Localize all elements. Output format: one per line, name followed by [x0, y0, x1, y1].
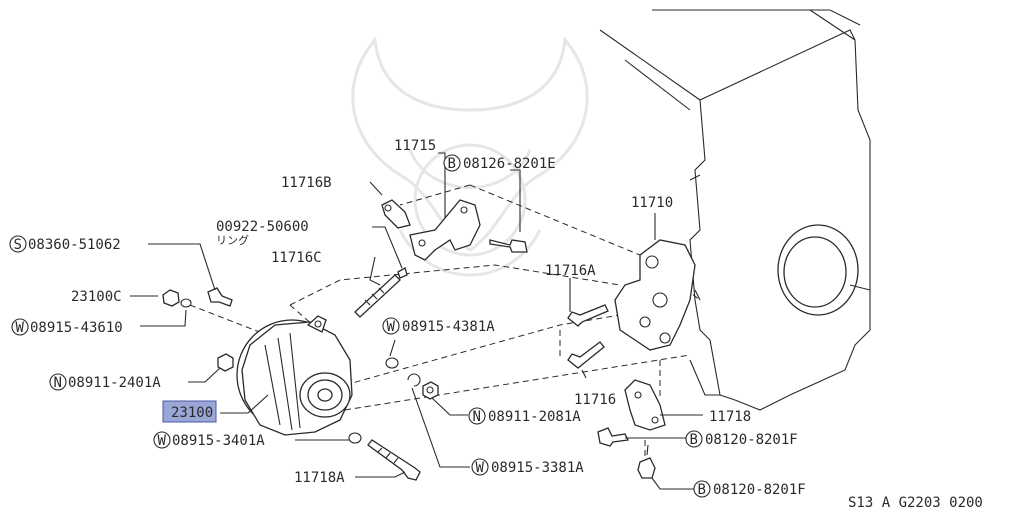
label-11710: 11710 — [631, 195, 673, 211]
label-11715: 11715 — [394, 138, 436, 154]
bracket-11715 — [409, 199, 481, 261]
highlight-23100 — [162, 400, 217, 423]
engine-block — [599, 9, 871, 411]
crank-pulley — [777, 224, 871, 316]
bolt-08120-b — [637, 444, 656, 479]
bolt-11716A — [567, 304, 609, 327]
label-08911-2401A: 08911-2401A — [68, 375, 161, 391]
prefix-b-08120-b: B — [698, 482, 706, 498]
label-08915-3381A: 08915-3381A — [491, 460, 584, 476]
prefix-circle — [153, 431, 171, 449]
label-08915-4381A: 08915-4381A — [402, 319, 495, 335]
prefix-circle — [11, 318, 29, 336]
washer-08915-43610 — [180, 298, 192, 308]
bolt-11718A — [367, 439, 421, 481]
label-23100: 23100 — [171, 405, 213, 421]
washer-08915-4381A — [385, 357, 399, 369]
label-11718A: 11718A — [294, 470, 345, 486]
prefix-circle — [49, 373, 67, 391]
prefix-b-08120-a: B — [690, 432, 698, 448]
prefix-circle — [685, 430, 703, 448]
prefix-n-08911-2401A: N — [54, 375, 62, 391]
label-00922-50600: 00922-50600 — [216, 219, 309, 235]
label-08120-8201F-b: 08120-8201F — [713, 482, 806, 498]
bolt-08360 — [207, 287, 233, 307]
label-08915-43610: 08915-43610 — [30, 320, 123, 336]
label-ring: リング — [216, 233, 249, 247]
prefix-circle — [693, 480, 711, 498]
label-11716A: 11716A — [545, 263, 596, 279]
nut-08911-2401A — [217, 353, 234, 372]
label-08360-51062: 08360-51062 — [28, 237, 121, 253]
label-08126-8201E: 08126-8201E — [463, 156, 556, 172]
nut-08911-2081A — [422, 381, 439, 400]
bolt-11716 — [567, 341, 605, 369]
washer-08915-3381A — [407, 373, 421, 387]
prefix-circle — [443, 154, 461, 172]
label-11716B: 11716B — [281, 175, 332, 191]
label-11716C: 11716C — [271, 250, 322, 266]
prefix-circle — [382, 317, 400, 335]
label-11718: 11718 — [709, 409, 751, 425]
bracket-11710 — [614, 239, 696, 351]
label-08911-2081A: 08911-2081A — [488, 409, 581, 425]
label-08915-3401A: 08915-3401A — [172, 433, 265, 449]
prefix-n-08911-2081A: N — [473, 409, 481, 425]
prefix-w-08915-3381A: W — [476, 460, 485, 476]
bolt-08126 — [489, 239, 528, 253]
stud-11716C — [354, 274, 401, 318]
bolt-08120-a — [597, 427, 629, 447]
stud-11716B — [381, 199, 411, 229]
leader-lines — [130, 152, 703, 490]
prefix-circle — [9, 235, 27, 253]
label-08120-8201F-a: 08120-8201F — [705, 432, 798, 448]
prefix-b-08126: B — [448, 156, 456, 172]
clip-00922 — [397, 267, 408, 279]
prefix-circle — [468, 407, 486, 425]
washer-08915-3401A — [348, 432, 362, 444]
label-11716: 11716 — [574, 392, 616, 408]
label-23100C: 23100C — [71, 289, 122, 305]
prefix-s-08360: S — [14, 237, 22, 253]
alternator-23100 — [236, 315, 353, 436]
bracket-11718 — [624, 379, 666, 431]
part-labels: 11715 B 08126-8201E 11716B 00922-50600 リ… — [9, 138, 983, 511]
footer-code: S13 A G2203 0200 — [848, 495, 983, 510]
prefix-circle — [471, 458, 489, 476]
nut-23100C — [162, 289, 180, 307]
prefix-w-08915-4381A: W — [387, 319, 396, 335]
prefix-w-08915-3401A: W — [158, 433, 167, 449]
prefix-w-08915-43610: W — [16, 320, 25, 336]
